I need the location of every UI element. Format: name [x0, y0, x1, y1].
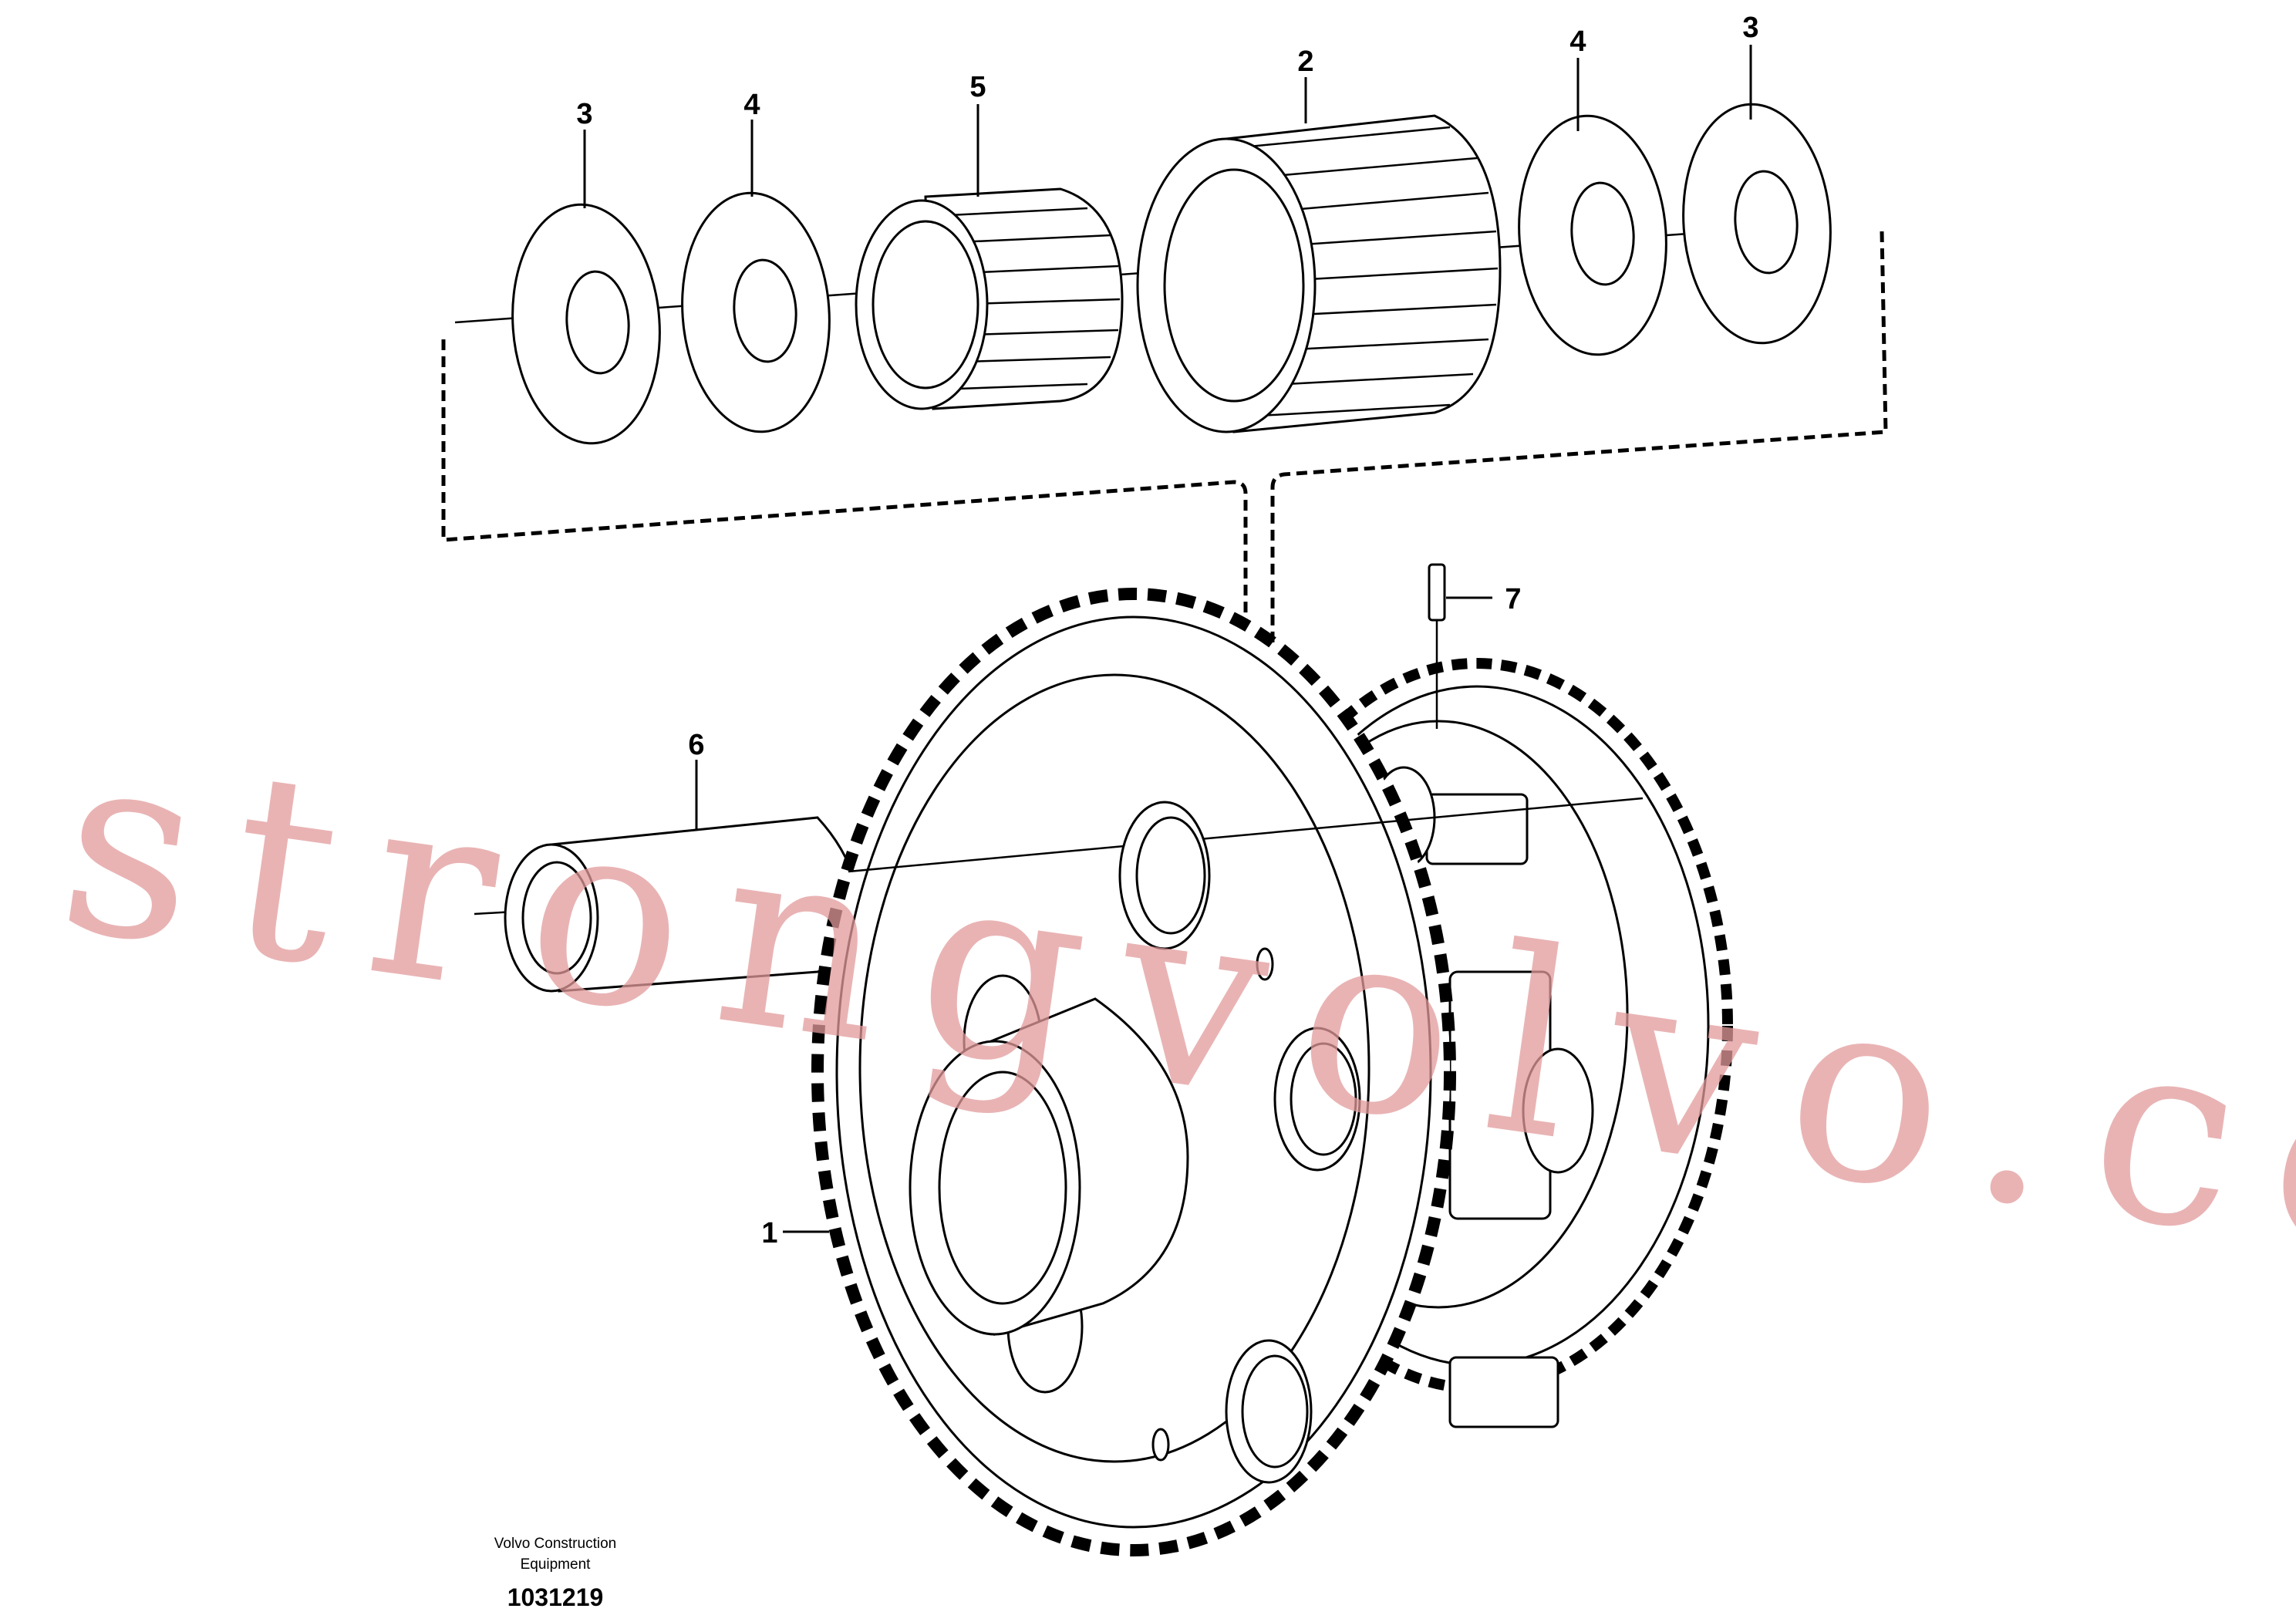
callout-1: 1 [761, 1217, 777, 1249]
callout-2: 2 [1297, 46, 1313, 78]
callout-3-left: 3 [576, 98, 592, 130]
dowel-pin [1428, 563, 1446, 729]
assembly-bracket-left [441, 339, 1248, 698]
thrust-washer-left [511, 203, 661, 445]
large-spur-gear [1136, 114, 1502, 433]
assembly-bracket-right [1270, 231, 1888, 698]
leader-lines [583, 45, 1752, 1233]
caption-line-2: Equipment [521, 1556, 592, 1573]
callout-7: 7 [1505, 583, 1521, 615]
small-spur-gear [855, 187, 1124, 410]
top-parts-group [441, 103, 1888, 698]
drawing-number: 1031219 [507, 1583, 604, 1611]
carrier-gear-assembly [811, 588, 1733, 1556]
thrust-washer-right [1682, 103, 1832, 345]
caption-line-1: Volvo Construction [494, 1536, 616, 1552]
callout-4-left: 4 [743, 89, 760, 121]
callout-5: 5 [969, 71, 986, 103]
callout-6: 6 [688, 729, 704, 761]
washer-right [1518, 114, 1667, 356]
callout-3-right: 3 [1742, 12, 1758, 44]
washer-left [681, 191, 831, 433]
callout-4-right: 4 [1569, 25, 1586, 58]
shaft [474, 816, 861, 993]
